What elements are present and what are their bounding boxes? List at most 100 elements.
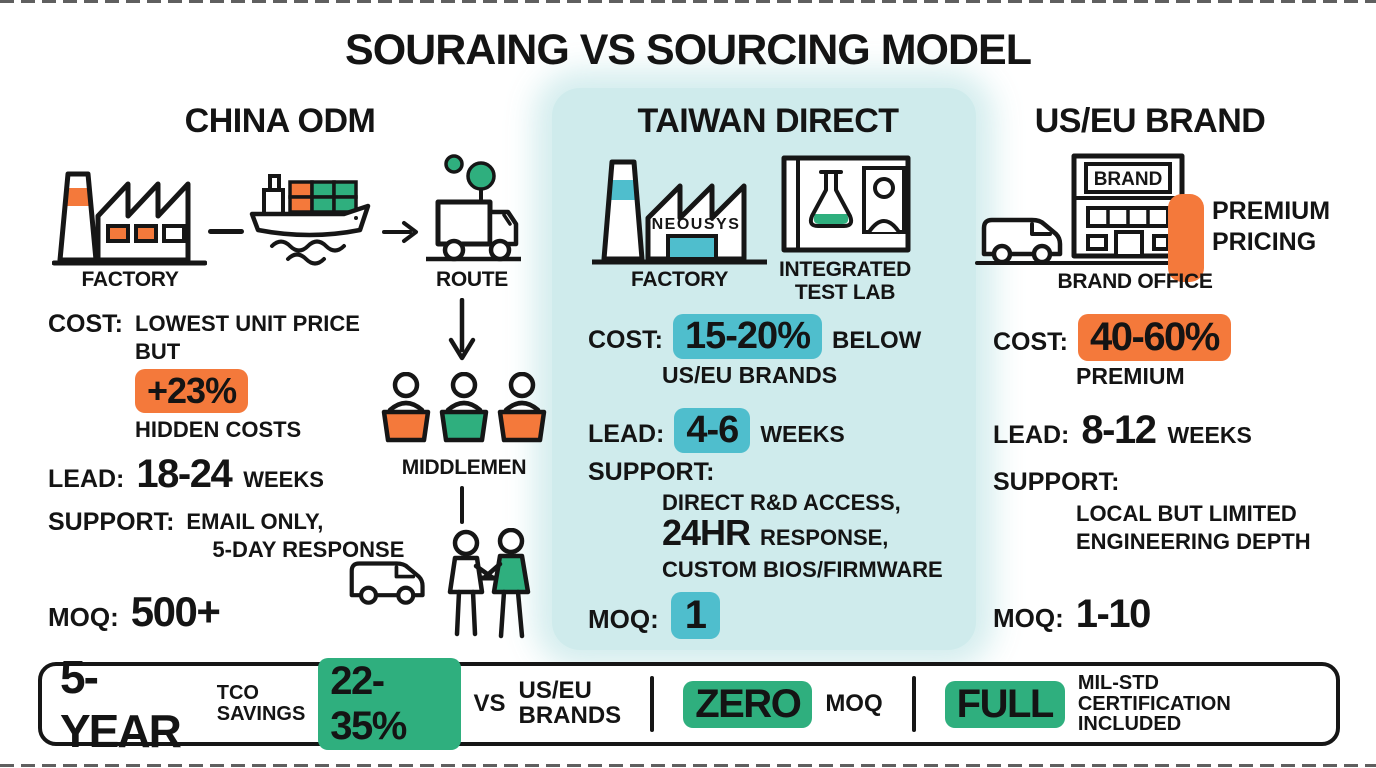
useu-cost-line2: PREMIUM: [1076, 363, 1185, 389]
factory-label-taiwan: FACTORY: [630, 268, 729, 291]
taiwan-support-line3: CUSTOM BIOS/FIRMWARE: [662, 557, 943, 582]
arrow-down-icon: [448, 298, 476, 361]
taiwan-lead-label: LEAD:: [588, 420, 665, 448]
china-cost-label: COST:: [48, 310, 123, 338]
neousys-factory-sign: NEOUSYS: [652, 216, 741, 233]
taiwan-cost-row: COST: 15-20% BELOW: [588, 314, 921, 359]
column-header-china: CHINA ODM: [184, 102, 376, 140]
taiwan-cost-label: COST:: [588, 326, 663, 354]
useu-support-line1: LOCAL BUT LIMITED: [1076, 501, 1297, 526]
premium-pricing-bar: [1168, 194, 1204, 282]
tco-useu-line2: BRANDS: [518, 702, 622, 729]
arrow-right-icon: [382, 221, 418, 243]
premium-line1: PREMIUM: [1212, 197, 1331, 225]
zero-moq-highlight: ZERO: [683, 680, 813, 728]
van-icon: [981, 217, 1063, 264]
cargo-ship-icon: [249, 174, 371, 266]
premium-pricing-text: PREMIUM PRICING: [1212, 196, 1330, 259]
test-lab-label-line1: INTEGRATED: [779, 258, 911, 281]
taiwan-cost-after: BELOW: [831, 327, 922, 354]
tco-line2: SAVINGS: [216, 703, 306, 725]
china-moq-row: MOQ: 500+: [48, 588, 221, 636]
taiwan-moq-highlight: 1: [670, 592, 720, 639]
china-lead-row: LEAD: 18-24 WEEKS: [48, 452, 324, 497]
taiwan-cost-highlight: 15-20%: [673, 314, 822, 359]
brand-office-label: BRAND OFFICE: [1057, 270, 1213, 293]
useu-lead-value: 8-12: [1081, 408, 1157, 452]
useu-lead-label: LEAD:: [993, 421, 1070, 449]
middlemen-label: MIDDLEMEN: [401, 456, 527, 479]
tco-line1: TCO: [216, 682, 259, 705]
china-lead-value: 18-24: [136, 452, 232, 496]
useu-lead-unit: WEEKS: [1167, 422, 1252, 448]
taiwan-cost-line2: US/EU BRANDS: [662, 362, 838, 388]
route-label: ROUTE: [435, 268, 508, 291]
test-lab-icon: [781, 155, 911, 253]
taiwan-lead-unit: WEEKS: [760, 421, 845, 447]
china-cost-row: COST: LOWEST UNIT PRICE BUT +23% HIDDEN …: [48, 310, 360, 444]
tco-vs: VS: [473, 690, 506, 717]
tco-savings-big: 5-YEAR: [60, 651, 182, 757]
useu-moq-row: MOQ: 1-10: [993, 592, 1152, 637]
china-support-label: SUPPORT:: [48, 508, 175, 536]
tco-savings-highlight: 22-35%: [318, 658, 461, 750]
tco-useu-stack: US/EU BRANDS: [518, 677, 622, 729]
tco-useu-line1: US/EU: [518, 677, 592, 705]
china-support-row: SUPPORT: EMAIL ONLY, 5-DAY RESPONSE: [48, 508, 404, 564]
taiwan-support-line2: 24HR RESPONSE,: [662, 512, 888, 554]
useu-lead-row: LEAD: 8-12 WEEKS: [993, 408, 1252, 453]
bottom-edge-artifact: [0, 764, 1376, 767]
tco-savings-stack: TCO SAVINGS: [217, 683, 306, 725]
useu-cost-label: COST:: [993, 328, 1068, 356]
china-cost-line2: BUT: [135, 339, 181, 365]
column-header-taiwan: TAIWAN DIRECT: [637, 102, 899, 140]
handshake-icon: [447, 528, 531, 639]
useu-cost-highlight: 40-60%: [1078, 314, 1231, 361]
taiwan-support-24hr: 24HR: [662, 512, 751, 553]
useu-support-label: SUPPORT:: [993, 468, 1120, 496]
taiwan-support-response: RESPONSE,: [760, 525, 889, 550]
zero-moq-label: MOQ: [825, 690, 883, 717]
footer-divider: [911, 676, 916, 732]
taiwan-lead-row: LEAD: 4-6 WEEKS: [588, 408, 845, 453]
delivery-truck-icon: [426, 154, 521, 262]
page-title: SOURAING VS SOURCING MODEL: [345, 26, 1032, 74]
china-lead-unit: WEEKS: [243, 467, 324, 492]
summary-bar: 5-YEAR TCO SAVINGS 22-35% VS US/EU BRAND…: [38, 651, 1340, 757]
china-cost-line1: LOWEST UNIT PRICE: [135, 311, 360, 336]
column-header-useu: US/EU BRAND: [1034, 102, 1266, 140]
cert-line1: MIL-STD: [1077, 671, 1159, 694]
china-hidden-cost-highlight: +23%: [135, 369, 249, 414]
top-edge-artifact: [0, 0, 1376, 3]
china-cost-line3: HIDDEN COSTS: [135, 417, 302, 443]
taiwan-support-label: SUPPORT:: [588, 458, 715, 486]
china-lead-label: LEAD:: [48, 465, 125, 493]
taiwan-moq-row: MOQ: 1: [588, 592, 720, 639]
factory-label-china: FACTORY: [81, 268, 179, 291]
cert-highlight: FULL: [944, 680, 1065, 728]
useu-moq-label: MOQ:: [993, 603, 1064, 633]
taiwan-support-line1: DIRECT R&D ACCESS,: [662, 490, 901, 515]
connector-line: [460, 486, 464, 524]
neousys-factory-icon: NEOUSYS: [592, 159, 767, 265]
brand-building-icon: BRAND: [1071, 153, 1185, 259]
footer-divider: [650, 676, 655, 732]
taiwan-lead-highlight: 4-6: [674, 408, 751, 453]
useu-support-line2: ENGINEERING DEPTH: [1076, 529, 1311, 554]
china-support-line1: EMAIL ONLY,: [186, 509, 324, 534]
cert-line2: CERTIFICATION INCLUDED: [1077, 692, 1231, 736]
van-icon: [349, 561, 425, 605]
ground-line: [975, 261, 1197, 265]
factory-icon: [52, 171, 207, 266]
useu-cost-row: COST: 40-60%: [993, 314, 1231, 361]
premium-line2: PRICING: [1212, 228, 1317, 257]
china-moq-value: 500+: [130, 588, 221, 635]
test-lab-label-line2: TEST LAB: [794, 281, 896, 304]
china-moq-label: MOQ:: [48, 602, 119, 632]
cert-stack: MIL-STD CERTIFICATION INCLUDED: [1077, 671, 1318, 736]
connector-dash: [208, 229, 244, 234]
taiwan-moq-label: MOQ:: [588, 604, 659, 634]
useu-moq-value: 1-10: [1075, 592, 1152, 636]
brand-building-sign: BRAND: [1094, 169, 1163, 190]
